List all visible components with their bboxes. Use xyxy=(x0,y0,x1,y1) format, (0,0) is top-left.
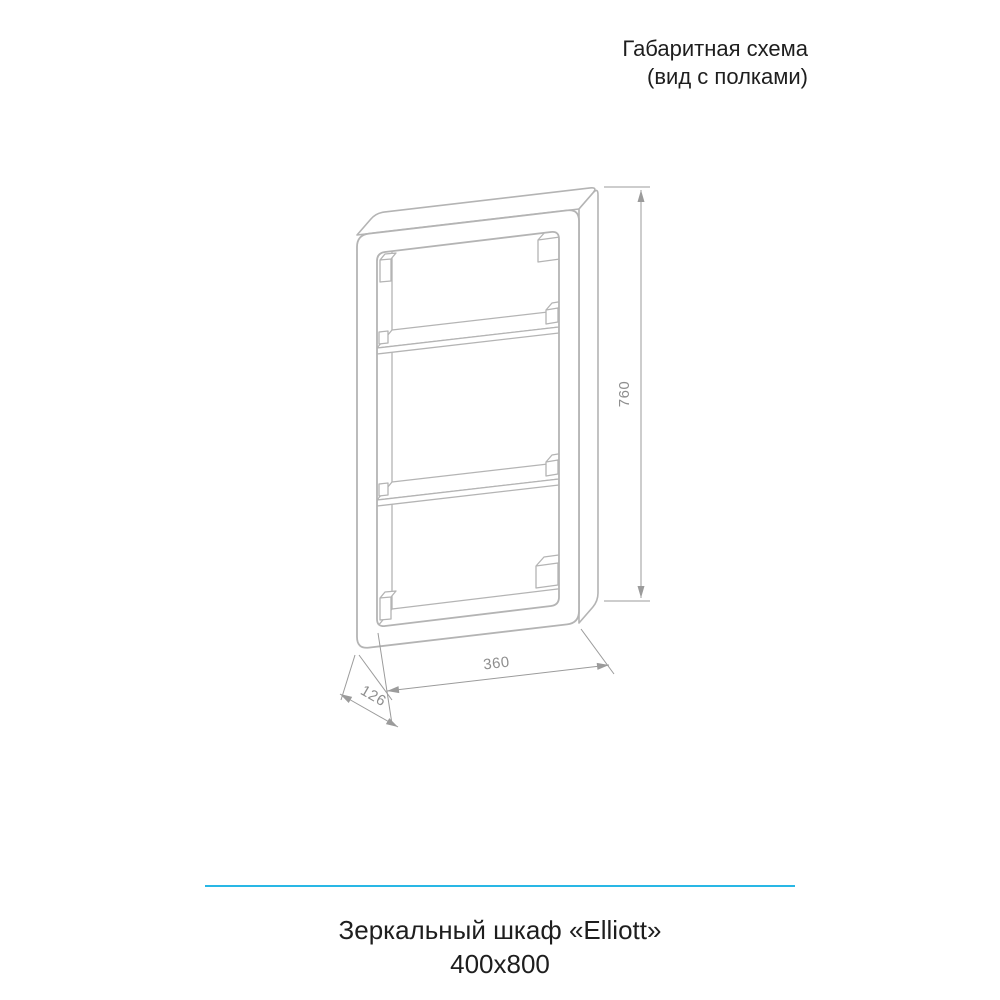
wall-clip-top-left xyxy=(379,252,397,283)
dimension-depth-extension-front xyxy=(340,654,356,701)
cabinet-front-frame xyxy=(356,209,580,649)
dimension-width-extension-right xyxy=(580,628,615,675)
dimension-depth-value: 126 xyxy=(358,682,389,710)
wall-clip-bottom-left xyxy=(379,590,397,621)
dimension-height-arrow-top xyxy=(637,190,645,202)
accent-divider xyxy=(205,885,795,887)
dimension-width-arrow-right xyxy=(596,662,609,670)
shelf-upper-left-clip xyxy=(378,330,389,345)
shelf-upper xyxy=(376,300,575,355)
cabinet-body xyxy=(356,186,599,649)
dimension-width-arrow-left xyxy=(387,686,400,694)
dimension-width: 360 xyxy=(358,628,615,701)
diagram-title: Габаритная схема (вид с полками) xyxy=(622,35,808,91)
wall-clip-top-left-plate xyxy=(379,252,397,283)
diagram-subtitle-line: (вид с полками) xyxy=(647,64,808,89)
cabinet-right-face xyxy=(578,189,599,624)
wall-clip-bottom-left-plate xyxy=(379,590,397,621)
product-name: Зеркальный шкаф «Elliott» xyxy=(338,915,662,945)
shelf-lower-left-clip xyxy=(378,482,389,497)
cabinet-back-panel xyxy=(391,212,575,610)
dimension-depth-arrow-right xyxy=(385,718,398,727)
dimension-width-line xyxy=(386,664,610,692)
dimension-height-arrow-bottom xyxy=(637,586,645,598)
dimension-width-extension-left xyxy=(358,654,393,701)
dimension-width-value: 360 xyxy=(482,654,510,674)
dimension-depth-extension-back xyxy=(377,632,393,725)
diagram-title-line: Габаритная схема xyxy=(622,36,808,61)
dimension-depth-arrow-left xyxy=(340,694,353,703)
product-size: 400x800 xyxy=(450,949,550,979)
dimension-height-value: 760 xyxy=(616,381,633,408)
dimension-height: 760 xyxy=(604,186,650,602)
